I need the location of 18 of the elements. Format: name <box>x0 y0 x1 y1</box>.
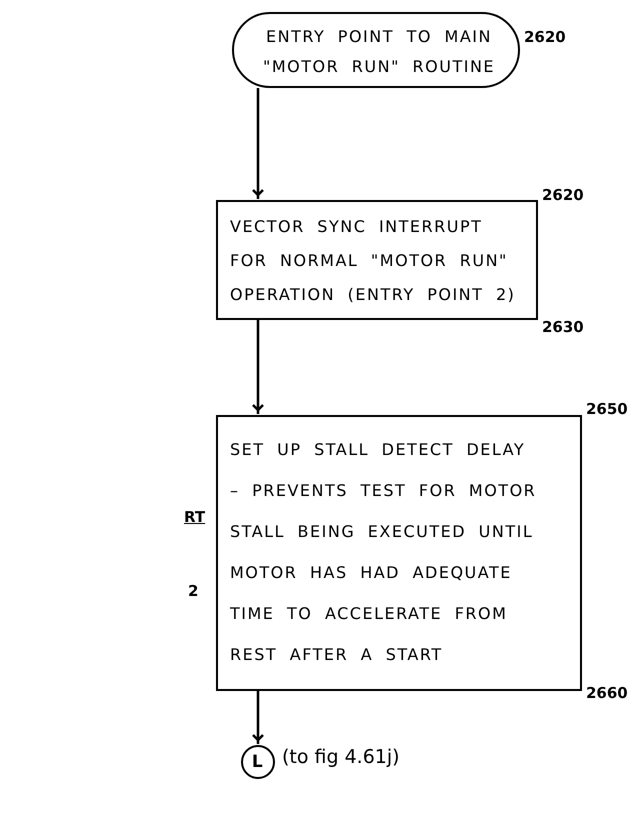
line-number: 2630 <box>542 318 584 336</box>
line-number: 2620 <box>524 28 566 46</box>
line-number: 2660 <box>586 684 628 702</box>
line-number: 2650 <box>586 400 628 418</box>
process-box <box>216 200 538 320</box>
arrow <box>252 691 264 744</box>
arrow <box>252 88 264 199</box>
step-text: ENTRY POINT TO MAIN "MOTOR RUN" ROUTINE <box>262 26 496 78</box>
line-number: 2620 <box>542 186 584 204</box>
process-box <box>216 415 582 691</box>
step-text: VECTOR SYNC INTERRUPT FOR NORMAL "MOTOR RUN" OPERATION (ENTRY POINT 2) <box>230 216 516 306</box>
arrow <box>252 320 264 414</box>
connector-letter: L <box>250 752 266 772</box>
step-text: SET UP STALL DETECT DELAY – PREVENTS TEST FOR MOTOR STALL BEING EXECUTED UNTIL MOTOR HAS HAD ADEQUATE TIME TO ACCELERATE FROM REST AFTER A START <box>230 439 538 666</box>
connector-circle <box>241 745 275 779</box>
margin-note: 2 <box>188 582 198 600</box>
margin-note: RT <box>184 508 206 526</box>
figure-reference: (to fig 4.61j) <box>282 746 400 768</box>
